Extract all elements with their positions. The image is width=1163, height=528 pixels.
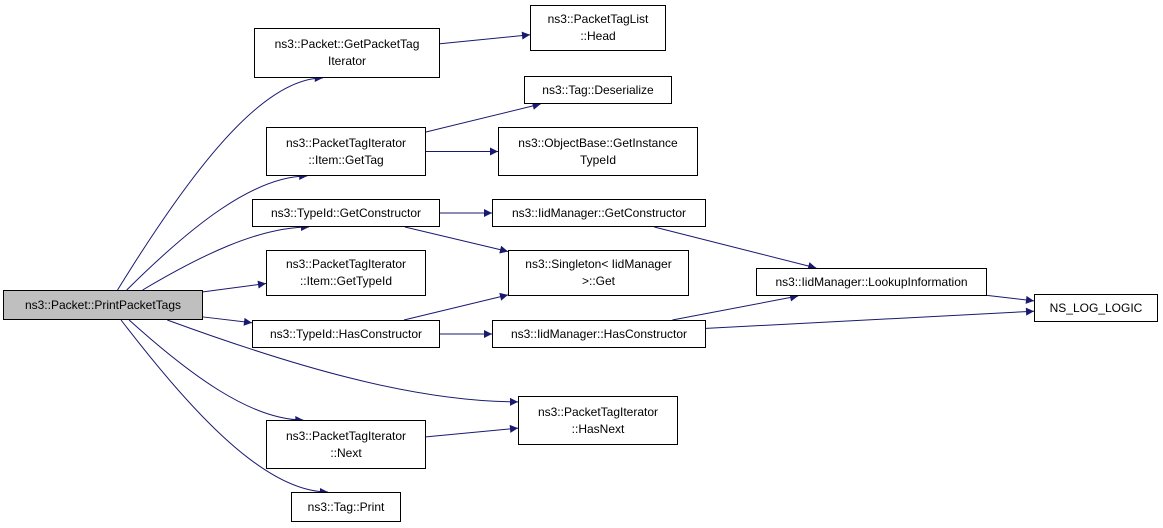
node-line: ::Head — [580, 29, 616, 43]
node-line: ns3::TypeId::HasConstructor — [269, 326, 423, 341]
node-line: ns3::IidManager::HasConstructor — [510, 326, 688, 341]
edge-print-packet-tags-to-item-get-typeid — [202, 280, 267, 293]
node-line: ns3::Tag::Print — [307, 499, 385, 514]
edge-iid-has-constructor-to-ns-log-logic — [705, 307, 1035, 329]
node-line: ns3::IidManager::LookupInformation — [775, 274, 968, 289]
node-tag-print[interactable]: ns3::Tag::Print — [291, 492, 401, 522]
node-line: Iterator — [327, 54, 366, 68]
node-typeid-has-constructor[interactable]: ns3::TypeId::HasConstructor — [252, 320, 440, 348]
edge-print-packet-tags-to-get-packet-tag-iterator — [117, 74, 323, 291]
node-line: ::Item::GetTypeId — [299, 274, 393, 288]
node-line: ns3::PacketTagList — [547, 12, 649, 26]
node-iid-lookup-information[interactable]: ns3::IidManager::LookupInformation — [756, 268, 987, 296]
node-line: TypeId — [579, 152, 617, 167]
node-line: ::Next — [330, 445, 362, 460]
node-iid-has-constructor[interactable]: ns3::IidManager::HasConstructor — [492, 320, 706, 348]
node-line: ns3::Packet::GetPacketTag — [274, 37, 420, 51]
node-iterator-has-next[interactable]: ns3::PacketTagIterator ::HasNext — [518, 396, 678, 445]
node-line: ::Item::GetTag — [308, 152, 384, 167]
node-iterator-next[interactable]: ns3::PacketTagIterator ::Next — [266, 420, 426, 469]
edge-iid-lookup-to-ns-log-logic — [986, 294, 1035, 304]
node-get-packet-tag-iterator[interactable]: ns3::Packet::GetPacketTag Iterator — [254, 28, 440, 78]
edge-print-packet-tags-to-typeid-has-constructor — [202, 316, 253, 326]
node-line: ns3::PacketTagIterator — [285, 257, 407, 271]
edge-print-packet-tags-to-typeid-get-constructor — [142, 223, 310, 291]
edge-typeid-get-constructor-to-singleton-get — [404, 226, 509, 254]
edge-iid-has-constructor-to-iid-lookup — [672, 293, 799, 321]
node-line: ns3::ObjectBase::GetInstance — [518, 135, 678, 150]
edge-print-packet-tags-to-iterator-next — [128, 319, 304, 424]
node-line: ns3::Tag::Deserialize — [542, 82, 654, 97]
node-packet-tag-list-head[interactable]: ns3::PacketTagList ::Head — [530, 5, 666, 51]
edge-print-packet-tags-to-item-get-tag — [126, 172, 308, 291]
node-print-packet-tags: ns3::Packet::PrintPacketTags — [3, 290, 203, 320]
edge-typeid-has-constructor-to-singleton-get — [403, 292, 509, 321]
edge-iid-get-constructor-to-iid-lookup — [654, 226, 817, 270]
node-singleton-get[interactable]: ns3::Singleton< IidManager >::Get — [508, 250, 689, 296]
node-line: >::Get — [581, 274, 616, 288]
node-typeid-get-constructor[interactable]: ns3::TypeId::GetConstructor — [252, 199, 440, 227]
node-line: ns3::TypeId::GetConstructor — [270, 205, 422, 220]
node-line: ::HasNext — [571, 421, 625, 436]
node-line: ns3::Singleton< IidManager — [525, 257, 672, 271]
edge-get-packet-tag-iterator-to-packet-tag-list-head — [439, 31, 531, 45]
edge-print-packet-tags-to-tag-print — [120, 319, 328, 496]
node-object-base-get-instance[interactable]: ns3::ObjectBase::GetInstance TypeId — [498, 127, 698, 176]
node-tag-deserialize[interactable]: ns3::Tag::Deserialize — [524, 76, 672, 104]
node-line: ns3::PacketTagIterator — [285, 135, 407, 150]
node-line: ns3::Packet::PrintPacketTags — [24, 297, 182, 312]
node-iid-get-constructor[interactable]: ns3::IidManager::GetConstructor — [492, 199, 706, 227]
node-item-get-typeid[interactable]: ns3::PacketTagIterator ::Item::GetTypeId — [266, 250, 426, 296]
node-line: NS_LOG_LOGIC — [1049, 300, 1143, 315]
edge-item-get-tag-to-tag-deserialize — [425, 102, 541, 133]
node-line: ns3::PacketTagIterator — [537, 404, 659, 419]
node-line: ns3::IidManager::GetConstructor — [511, 205, 687, 220]
edge-print-packet-tags-to-iterator-has-next — [167, 319, 519, 406]
node-item-get-tag[interactable]: ns3::PacketTagIterator ::Item::GetTag — [266, 127, 426, 176]
node-line: ns3::PacketTagIterator — [285, 428, 407, 443]
node-ns-log-logic[interactable]: NS_LOG_LOGIC — [1034, 294, 1158, 322]
edge-iterator-next-to-iterator-has-next — [425, 424, 519, 438]
